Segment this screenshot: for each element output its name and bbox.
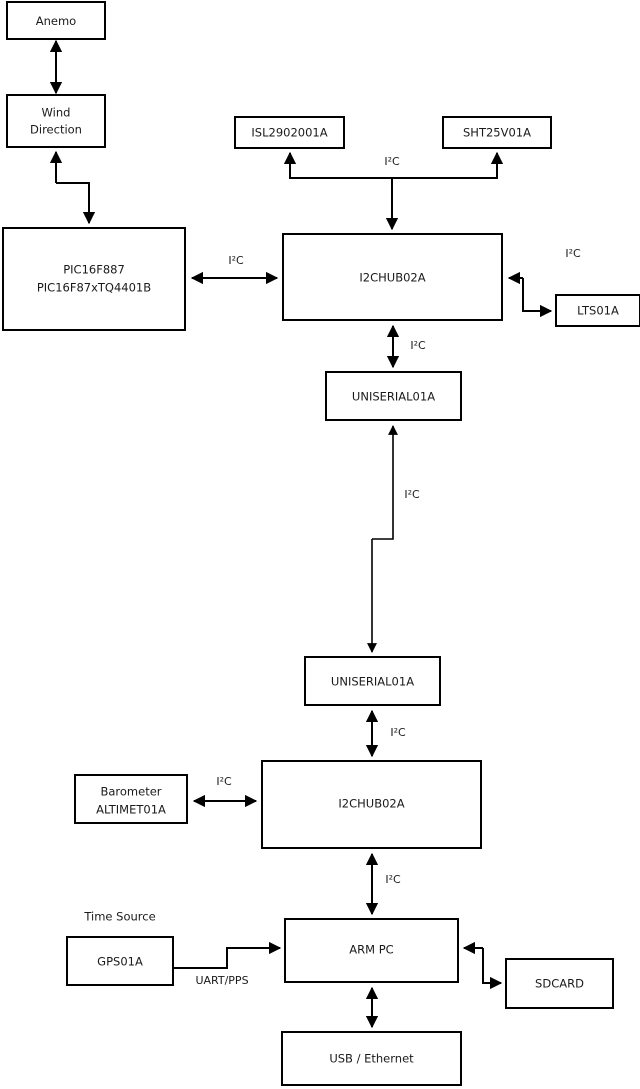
- connector-unitop-unibot-up: [372, 425, 398, 540]
- node-i2chub02a-top[interactable]: I2CHUB02A: [282, 233, 503, 321]
- edge-label-i2c-uniserial-hub2: I²C: [390, 726, 406, 739]
- edge-label-i2c-hub-uniserial: I²C: [410, 339, 426, 352]
- node-i2chub02a-top-box[interactable]: [282, 233, 503, 321]
- node-usb-ethernet[interactable]: USB / Ethernet: [281, 1031, 462, 1086]
- node-wind-direction-box[interactable]: [6, 94, 106, 148]
- node-uniserial01a-lower-label: UNISERIAL01A: [331, 675, 414, 689]
- node-lts01a[interactable]: LTS01A: [555, 294, 640, 327]
- edge-label-uart-pps: UART/PPS: [195, 974, 248, 987]
- node-uniserial01a-lower[interactable]: UNISERIAL01A: [304, 656, 441, 706]
- node-uniserial01a-upper-box[interactable]: [325, 371, 462, 421]
- connector-gps-armpc: [173, 941, 282, 969]
- edge-label-i2c-uniserial-link: I²C: [404, 488, 420, 501]
- label-time-source: Time Source: [83, 910, 155, 924]
- node-lts01a-box[interactable]: [555, 294, 640, 327]
- node-sdcard-label: SDCARD: [535, 977, 584, 991]
- node-anemo-label: Anemo: [36, 14, 76, 28]
- node-arm-pc-box[interactable]: [284, 918, 459, 983]
- node-sdcard-box[interactable]: [505, 958, 614, 1009]
- connector-hubtop-isl: [283, 151, 392, 179]
- node-wind-direction-label-line2: Direction: [30, 123, 82, 137]
- node-anemo[interactable]: Anemo: [6, 1, 106, 40]
- connector-hubtop-lts-out: [522, 278, 553, 318]
- node-uniserial01a-upper-label: UNISERIAL01A: [352, 390, 435, 404]
- node-gps01a-label: GPS01A: [97, 955, 143, 969]
- node-sht25v01a-box[interactable]: [442, 116, 552, 149]
- node-usb-ethernet-box[interactable]: [281, 1031, 462, 1086]
- connector-wind-pic-jog: [56, 182, 96, 225]
- node-uniserial01a-upper[interactable]: UNISERIAL01A: [325, 371, 462, 421]
- connector-hubtop-sht: [392, 151, 504, 179]
- node-sht25v01a[interactable]: SHT25V01A: [442, 116, 552, 149]
- node-pic-mcu-label-line2: PIC16F87xTQ4401B: [37, 281, 151, 295]
- node-pic-mcu-label-line1: PIC16F887: [63, 263, 125, 277]
- node-barometer-altimet01a-label-line1: Barometer: [100, 785, 161, 799]
- node-sht25v01a-label: SHT25V01A: [463, 126, 531, 140]
- node-barometer-altimet01a[interactable]: Barometer ALTIMET01A: [74, 774, 188, 824]
- node-i2chub02a-top-label: I2CHUB02A: [359, 271, 425, 285]
- node-barometer-altimet01a-label-line2: ALTIMET01A: [96, 803, 166, 817]
- node-barometer-altimet01a-box[interactable]: [74, 774, 188, 824]
- node-usb-ethernet-label: USB / Ethernet: [329, 1052, 414, 1066]
- node-anemo-box[interactable]: [6, 1, 106, 40]
- node-sdcard[interactable]: SDCARD: [505, 958, 614, 1009]
- edge-label-layer: I²C I²C I²C I²C I²C I²C I²C I²C UART/PPS: [195, 155, 581, 987]
- edge-label-i2c-barometer: I²C: [216, 775, 232, 788]
- node-i2chub02a-bottom-box[interactable]: [261, 760, 482, 849]
- node-i2chub02a-bottom[interactable]: I2CHUB02A: [261, 760, 482, 849]
- node-arm-pc-label: ARM PC: [349, 943, 393, 957]
- connector-layer: [49, 39, 553, 1029]
- node-uniserial01a-lower-box[interactable]: [304, 656, 441, 706]
- edge-label-i2c-lts: I²C: [565, 247, 581, 260]
- edge-label-i2c-sensor-bus: I²C: [384, 155, 400, 168]
- node-pic-mcu[interactable]: PIC16F887 PIC16F87xTQ4401B: [2, 227, 186, 331]
- node-lts01a-label: LTS01A: [577, 304, 619, 318]
- edge-label-i2c-pic-hub: I²C: [228, 254, 244, 267]
- node-isl2902001a-label: ISL2902001A: [251, 126, 327, 140]
- node-wind-direction[interactable]: Wind Direction: [6, 94, 106, 148]
- node-arm-pc[interactable]: ARM PC: [284, 918, 459, 983]
- node-isl2902001a-box[interactable]: [234, 116, 345, 149]
- node-gps01a[interactable]: GPS01A: [66, 936, 174, 986]
- edge-label-i2c-hub2-armpc: I²C: [385, 873, 401, 886]
- node-isl2902001a[interactable]: ISL2902001A: [234, 116, 345, 149]
- node-i2chub02a-bottom-label: I2CHUB02A: [338, 797, 404, 811]
- node-gps01a-box[interactable]: [66, 936, 174, 986]
- connector-armpc-sdcard-out: [482, 948, 503, 990]
- node-wind-direction-label-line1: Wind: [42, 106, 71, 120]
- node-pic-mcu-box[interactable]: [2, 227, 186, 331]
- free-label-layer: Time Source: [83, 910, 155, 924]
